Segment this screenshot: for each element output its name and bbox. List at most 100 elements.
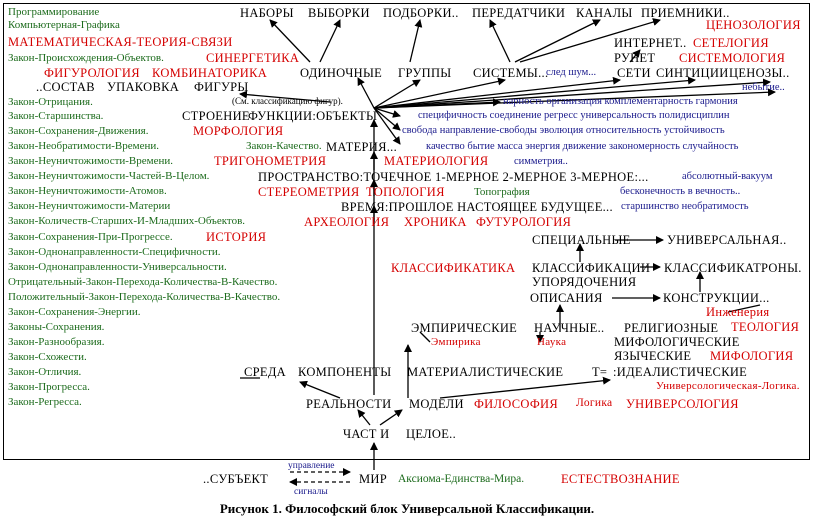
arrow-chast-realnosti (357, 409, 371, 426)
label-futurologiya: ФУТУРОЛОГИЯ (476, 215, 572, 229)
label-nebytie: небытие.. (742, 82, 785, 93)
label-odinochnye: ОДИНОЧНЫЕ (300, 66, 383, 80)
label-figury: ФИГУРЫ (194, 80, 249, 94)
label-prostranstvo: ПРОСТРАНСТВО:ТОЧЕЧНОЕ 1-МЕРНОЕ 2-МЕРНОЕ … (258, 170, 649, 184)
arrow-inzheneriya (727, 304, 761, 313)
label-topografiya: Топография (474, 186, 530, 198)
label-mat-teoriya: МАТЕМАТИЧЕСКАЯ-ТЕОРИЯ-СВЯЗИ (8, 35, 233, 49)
label-cenozy: ЦЕНОЗЫ.. (729, 66, 790, 80)
label-internet: ИНТЕРНЕТ.. (614, 36, 687, 50)
arrow-sist-kan (514, 19, 601, 63)
label-arheologiya: АРХЕОЛОГИЯ (304, 215, 390, 229)
label-realnosti: РЕАЛЬНОСТИ (306, 397, 392, 411)
label-podborki: ПОДБОРКИ.. (383, 6, 459, 20)
figure-caption: Рисунок 1. Философский блок Универсально… (219, 501, 595, 516)
law-item-20: Закон-Регресса. (8, 396, 82, 408)
label-upakovka: УПАКОВКА (107, 80, 180, 94)
label-trigonometriya: ТРИГОНОМЕТРИЯ (214, 154, 327, 168)
law-item-16: Закон-Разнообразия. (8, 336, 105, 348)
label-filosofiya: ФИЛОСОФИЯ (474, 397, 559, 411)
label-klassifikatrony: КЛАССИФИКАТРОНЫ. (664, 261, 802, 275)
arrow-realnosti-sreda (299, 380, 341, 399)
label-stroenie: СТРОЕНИЕ (182, 109, 250, 123)
law-item-3: Закон-Необратимости-Времени. (8, 140, 160, 152)
label-vakuum: абсолютный-вакуум (682, 171, 773, 182)
label-tseloe: ЦЕЛОЕ.. (406, 427, 456, 441)
label-klassifikatsii: КЛАССИФИКАЦИИ (532, 261, 651, 275)
label-modeli: МОДЕЛИ (409, 397, 464, 411)
label-sm-klass: (См. классификацию фигур). (232, 96, 343, 106)
blue-line-4: качество бытие масса энергия движение за… (426, 141, 739, 152)
arrow-c-b2 (373, 107, 401, 118)
label-specialnye: СПЕЦИАЛЬНЫЕ (532, 233, 631, 247)
law-item-15: Законы-Сохранения. (8, 321, 105, 333)
arrow-c-b4 (373, 107, 401, 145)
label-subekt: ..СУБЪЕКТ (203, 472, 269, 486)
label-hronika: ХРОНИКА (404, 215, 467, 229)
label-universologiya: УНИВЕРСОЛОГИЯ (626, 397, 739, 411)
label-signaly: сигналы (294, 487, 328, 497)
law-item-8: Закон-Количеств-Старших-И-Младших-Объект… (8, 215, 246, 227)
blue-line-1: нарность организация комплементарность г… (503, 96, 738, 107)
law-item-13: Положительный-Закон-Перехода-Количества-… (8, 291, 281, 303)
label-seteologiya: СЕТЕЛОГИЯ (693, 36, 769, 50)
label-materialisticheskie: МАТЕРИАЛИСТИЧЕСКИЕ (407, 365, 564, 379)
label-priemniki: ПРИЕМНИКИ.. (641, 6, 730, 20)
label-runet: РУНЕТ (614, 51, 656, 65)
label-estestvoznanie: ЕСТЕСТВОЗНАНИЕ (561, 472, 680, 486)
law-item-7: Закон-Неуничтожимости-Материи (8, 200, 171, 212)
law-item-19: Закон-Прогресса. (8, 381, 90, 393)
label-sostav: ..СОСТАВ (36, 80, 95, 94)
label-vremya: ВРЕМЯ:ПРОШЛОЕ НАСТОЯЩЕЕ БУДУЩЕЕ... (341, 200, 613, 214)
blue-line-3: свобода направление-свободы эволюция отн… (402, 125, 725, 136)
diagram-frame (3, 3, 810, 460)
arrow-gruppy-pod (409, 19, 423, 63)
label-materiya: МАТЕРИЯ... (326, 140, 398, 154)
law-item-18: Закон-Отличия. (8, 366, 82, 378)
label-opisaniya: ОПИСАНИЯ (530, 291, 603, 305)
arrow-c-sistemy (373, 77, 506, 109)
arrow-c-cenozy (373, 78, 771, 109)
label-komp-grafika: Компьютерная-Графика (8, 19, 120, 31)
label-universalnaya: УНИВЕРСАЛЬНАЯ.. (667, 233, 787, 247)
law-item-14: Закон-Сохранения-Энергии. (8, 306, 141, 318)
label-mifologiya: МИФОЛОГИЯ (710, 349, 794, 363)
label-beskonechnost: бесконечность в вечность.. (620, 186, 741, 197)
law-item-6: Закон-Неуничтожимости-Атомов. (8, 185, 167, 197)
label-simmetriya: симметрия.. (514, 156, 568, 167)
arrow-odin-vyb (319, 19, 341, 63)
label-seti: СЕТИ (617, 66, 651, 80)
arrow-odin-top (269, 19, 311, 63)
arrow-sist-pri (519, 18, 661, 63)
label-sistemy: СИСТЕМЫ... (473, 66, 549, 80)
label-univ-logika: Универсологическая-Логика. (656, 380, 800, 392)
label-starshinstvo-neobr: старшинство необратимость (621, 201, 749, 212)
law-item-12: Отрицательный-Закон-Перехода-Количества-… (8, 276, 278, 288)
label-mifologicheskie: МИФОЛОГИЧЕСКИЕ (614, 335, 740, 349)
label-chast-i: ЧАСТ И (343, 427, 390, 441)
law-item-10: Закон-Однонаправленности-Специфичности. (8, 246, 221, 258)
label-peredatchiki: ПЕРЕДАТЧИКИ (472, 6, 566, 20)
label-sistemologiya: СИСТЕМОЛОГИЯ (679, 51, 786, 65)
law-item-17: Закон-Схожести. (8, 351, 87, 363)
label-materiologiya: МАТЕРИОЛОГИЯ (384, 154, 489, 168)
label-vyborki: ВЫБОРКИ (308, 6, 370, 20)
label-nabory: НАБОРЫ (240, 6, 294, 20)
law-item-5: Закон-Неуничтожимости-Частей-В-Целом. (8, 170, 210, 182)
law-item-2: Закон-Сохранения-Движения. (8, 125, 149, 137)
label-inzheneriya: Инженерия (706, 305, 770, 319)
label-zakon-kachestvo: Закон-Качество. (246, 140, 322, 152)
label-kanaly: КАНАЛЫ (576, 6, 633, 20)
label-religioznye: РЕЛИГИОЗНЫЕ (624, 321, 719, 335)
label-kombinatorika: КОМБИНАТОРИКА (152, 66, 268, 80)
label-programmirovanie: Программирование (8, 6, 100, 18)
label-yazycheskie: ЯЗЫЧЕСКИЕ (614, 349, 692, 363)
label-topologiya: ТОПОЛОГИЯ (366, 185, 445, 199)
label-klassifikatika: КЛАССИФИКАТИКА (391, 261, 516, 275)
label-teologiya: ТЕОЛОГИЯ (731, 320, 800, 334)
law-item-11: Закон-Однонаправленности-Универсальности… (8, 261, 227, 273)
arrow-c-b3 (373, 107, 401, 131)
label-sled-shum: след шум... (546, 67, 597, 78)
label-komponenty: КОМПОНЕНТЫ (298, 365, 392, 379)
